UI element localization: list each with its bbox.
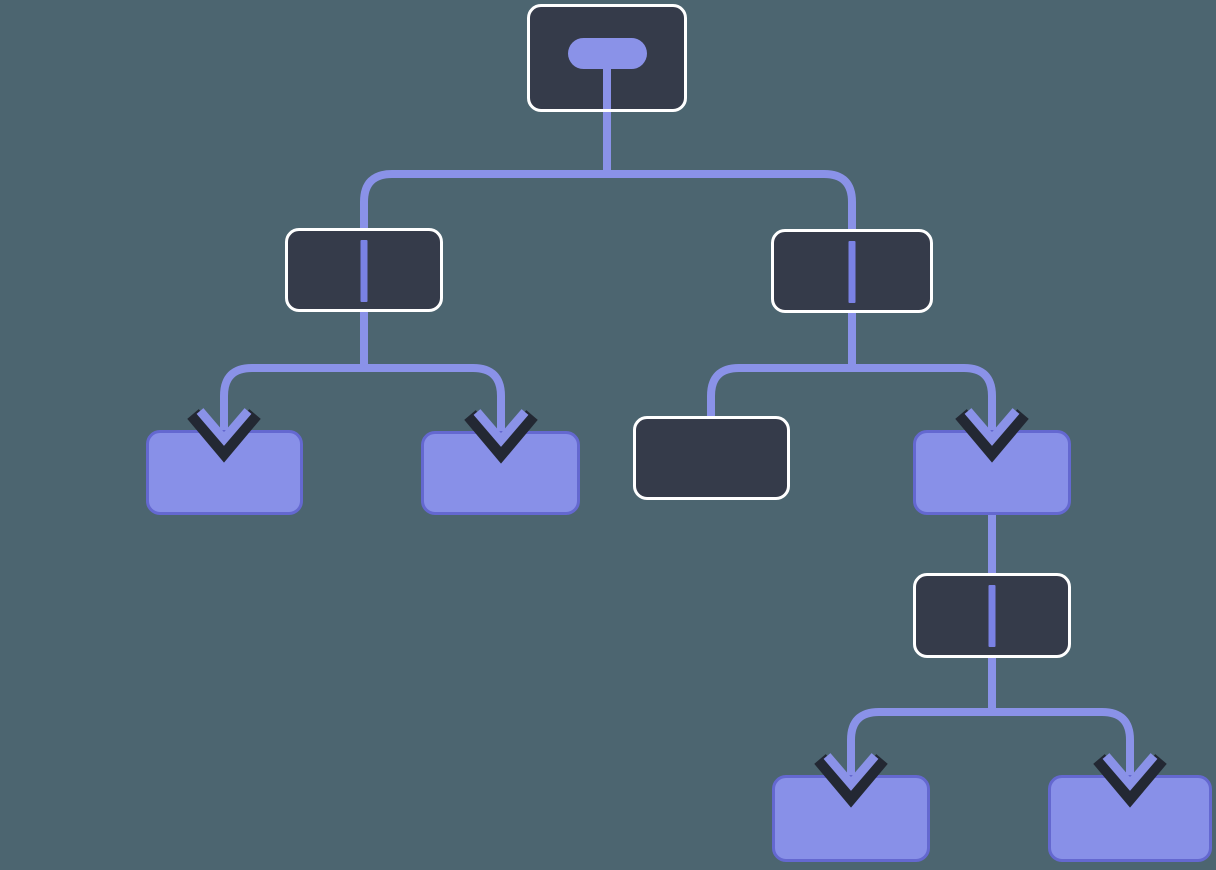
connector-branch-left-split [220, 364, 505, 436]
node-leaf-bottom-2[interactable] [1048, 775, 1212, 862]
vertical-line-icon [360, 240, 368, 302]
node-branch-right[interactable] [771, 229, 933, 313]
node-leaf-left-2[interactable] [421, 431, 580, 515]
node-root[interactable] [527, 4, 687, 112]
pill-with-stem-icon [568, 38, 647, 109]
vertical-line-icon [988, 585, 996, 647]
node-branch-left[interactable] [285, 228, 443, 312]
connector-branch-bottom-split [847, 708, 1134, 780]
node-leaf-left-1[interactable] [146, 430, 303, 515]
node-leaf-right[interactable] [913, 430, 1071, 515]
vertical-line-icon [848, 241, 856, 303]
node-leaf-bottom-1[interactable] [772, 775, 930, 862]
connector-root-split [360, 170, 856, 234]
node-branch-bottom[interactable] [913, 573, 1071, 658]
node-leaf-mid-dark[interactable] [633, 416, 790, 500]
